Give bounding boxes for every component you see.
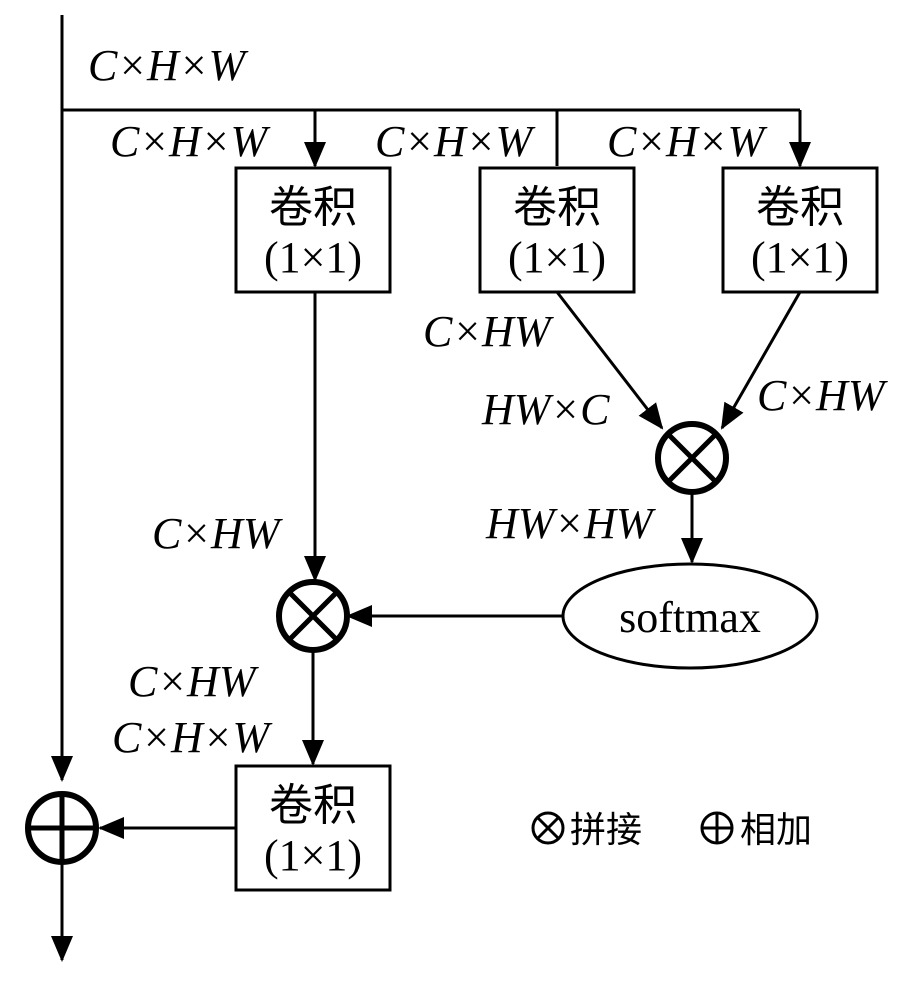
conv-box-1-title: 卷积 bbox=[269, 182, 357, 233]
conv-box-2-title: 卷积 bbox=[513, 182, 601, 233]
conv-box-3-kernel: (1×1) bbox=[751, 233, 849, 282]
branch3-dim-label: C×H×W bbox=[607, 117, 768, 166]
branch2-transposed-dim-label: HW×C bbox=[481, 385, 610, 434]
branch2-out-dim-label: C×HW bbox=[423, 307, 554, 356]
conv-box-1: 卷积 (1×1) bbox=[234, 166, 392, 294]
attention-dim-label: HW×HW bbox=[485, 499, 656, 548]
mult2-out-dim-label: C×HW bbox=[128, 657, 259, 706]
softmax-label: softmax bbox=[619, 593, 761, 642]
conv-box-4-kernel: (1×1) bbox=[264, 831, 362, 880]
matmul-op-top bbox=[655, 421, 729, 495]
conv-box-2-kernel: (1×1) bbox=[508, 233, 606, 282]
reshaped-dim-label: C×H×W bbox=[112, 713, 273, 762]
branch1-dim-label: C×H×W bbox=[110, 117, 271, 166]
branch3-to-mult-arrow bbox=[720, 291, 802, 430]
conv-box-1-kernel: (1×1) bbox=[264, 233, 362, 282]
branch2-dim-label: C×H×W bbox=[375, 117, 536, 166]
add-op bbox=[25, 791, 99, 865]
matmul-op-bottom bbox=[276, 579, 350, 653]
input-dim-label: C×H×W bbox=[88, 41, 249, 90]
conv-box-4: 卷积 (1×1) bbox=[234, 764, 392, 892]
branch3-out-dim-label: C×HW bbox=[757, 371, 888, 420]
legend: 拼接 相加 bbox=[531, 810, 812, 851]
conv-box-3-title: 卷积 bbox=[756, 182, 844, 233]
conv-box-2: 卷积 (1×1) bbox=[478, 166, 636, 294]
concat-legend-label: 拼接 bbox=[570, 810, 642, 851]
conv-box-3: 卷积 (1×1) bbox=[721, 166, 879, 294]
branch2-to-mult-arrow bbox=[555, 291, 664, 430]
branch1-out-dim-label: C×HW bbox=[152, 509, 283, 558]
conv-box-4-title: 卷积 bbox=[269, 780, 357, 831]
concat-legend-icon bbox=[531, 811, 565, 845]
add-legend-icon bbox=[700, 811, 734, 845]
add-legend-label: 相加 bbox=[740, 810, 812, 851]
softmax-node: softmax bbox=[561, 562, 819, 670]
